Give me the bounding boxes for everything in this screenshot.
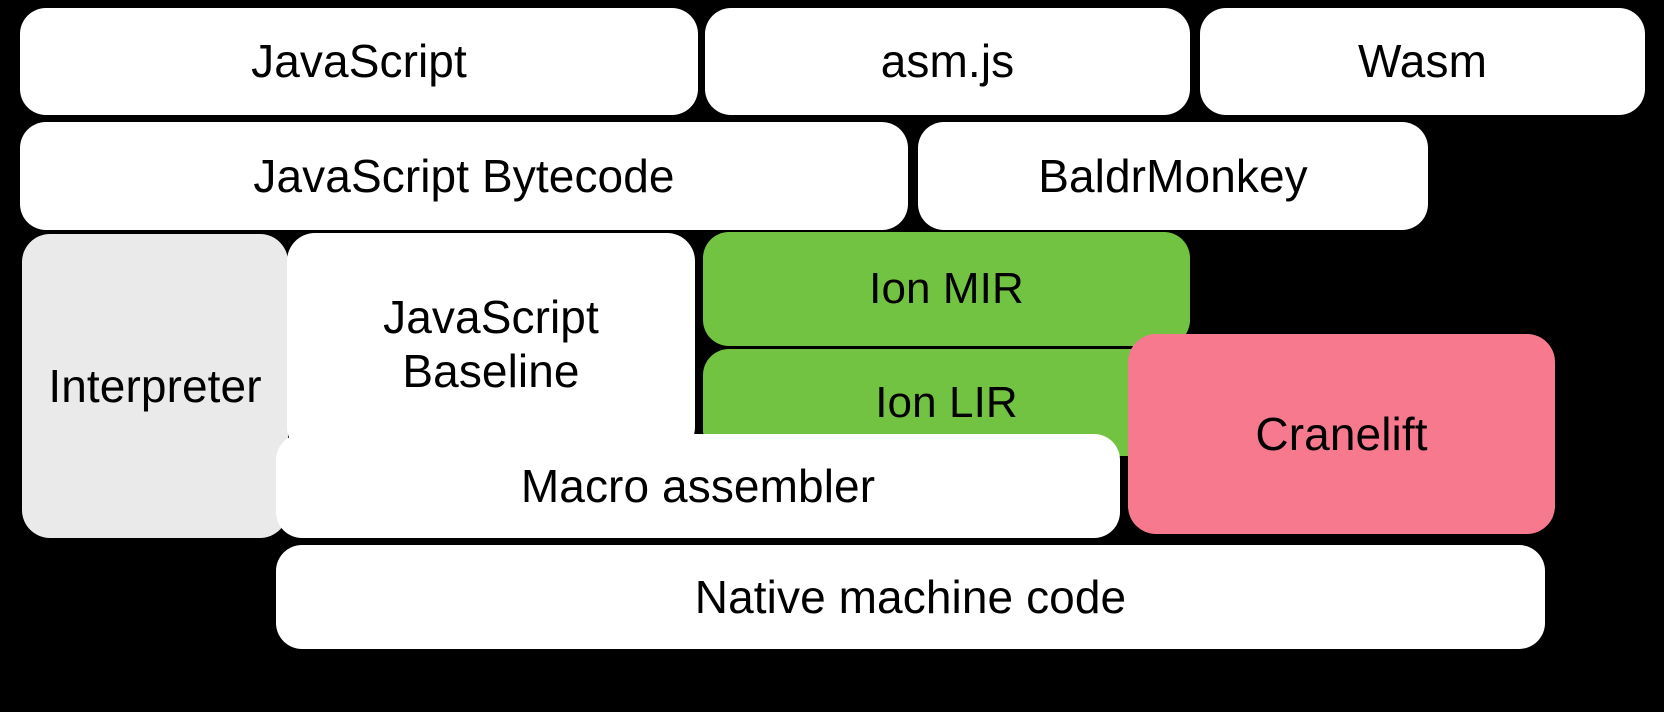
node-wasm-label: Wasm [1357,35,1487,88]
node-ion-mir[interactable]: Ion MIR [703,232,1190,346]
node-interpreter-label: Interpreter [48,359,262,412]
node-asm-js-label: asm.js [880,35,1015,88]
node-javascript-label: JavaScript [251,35,467,88]
node-wasm[interactable]: Wasm [1200,8,1645,115]
node-javascript-baseline[interactable]: JavaScript Baseline [287,233,695,455]
node-macro-assembler-label: Macro assembler [520,459,876,512]
node-javascript-baseline-label: JavaScript Baseline [383,290,599,397]
node-ion-lir-label: Ion LIR [875,377,1018,427]
node-cranelift-label: Cranelift [1255,407,1428,460]
node-interpreter[interactable]: Interpreter [22,234,288,538]
node-javascript-bytecode[interactable]: JavaScript Bytecode [20,122,908,230]
node-ion-mir-label: Ion MIR [869,264,1024,314]
node-javascript-bytecode-label: JavaScript Bytecode [253,149,675,202]
node-native-machine-code-label: Native machine code [694,570,1127,623]
node-macro-assembler[interactable]: Macro assembler [276,434,1120,538]
node-asm-js[interactable]: asm.js [705,8,1190,115]
node-javascript[interactable]: JavaScript [20,8,698,115]
node-baldrmonkey-label: BaldrMonkey [1038,149,1308,202]
node-baldrmonkey[interactable]: BaldrMonkey [918,122,1428,230]
node-native-machine-code[interactable]: Native machine code [276,545,1545,649]
node-cranelift[interactable]: Cranelift [1128,334,1555,534]
